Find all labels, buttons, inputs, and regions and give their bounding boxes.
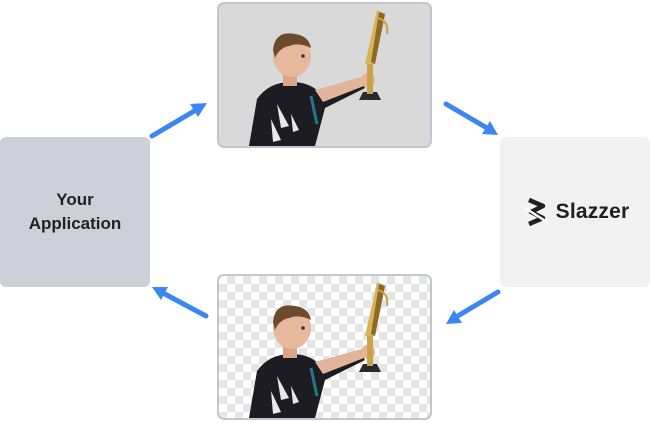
- slazzer-box: Slazzer: [500, 137, 650, 287]
- your-application-box: Your Application: [0, 137, 150, 287]
- arrow-original-to-slazzer: [443, 101, 498, 135]
- background-removed-photo: [217, 274, 432, 420]
- boy-with-trophy-image: [249, 10, 389, 146]
- slazzer-logo: Slazzer: [521, 197, 630, 227]
- original-photo: [217, 2, 432, 148]
- slazzer-logo-icon: [523, 197, 548, 227]
- arrow-slazzer-to-removed: [446, 289, 501, 324]
- boy-with-trophy-cutout-image: [249, 282, 389, 418]
- slazzer-brand-text: Slazzer: [555, 200, 630, 223]
- arrow-app-to-original: [149, 103, 207, 139]
- arrow-removed-to-app: [152, 287, 209, 319]
- your-application-label: Your Application: [28, 190, 122, 233]
